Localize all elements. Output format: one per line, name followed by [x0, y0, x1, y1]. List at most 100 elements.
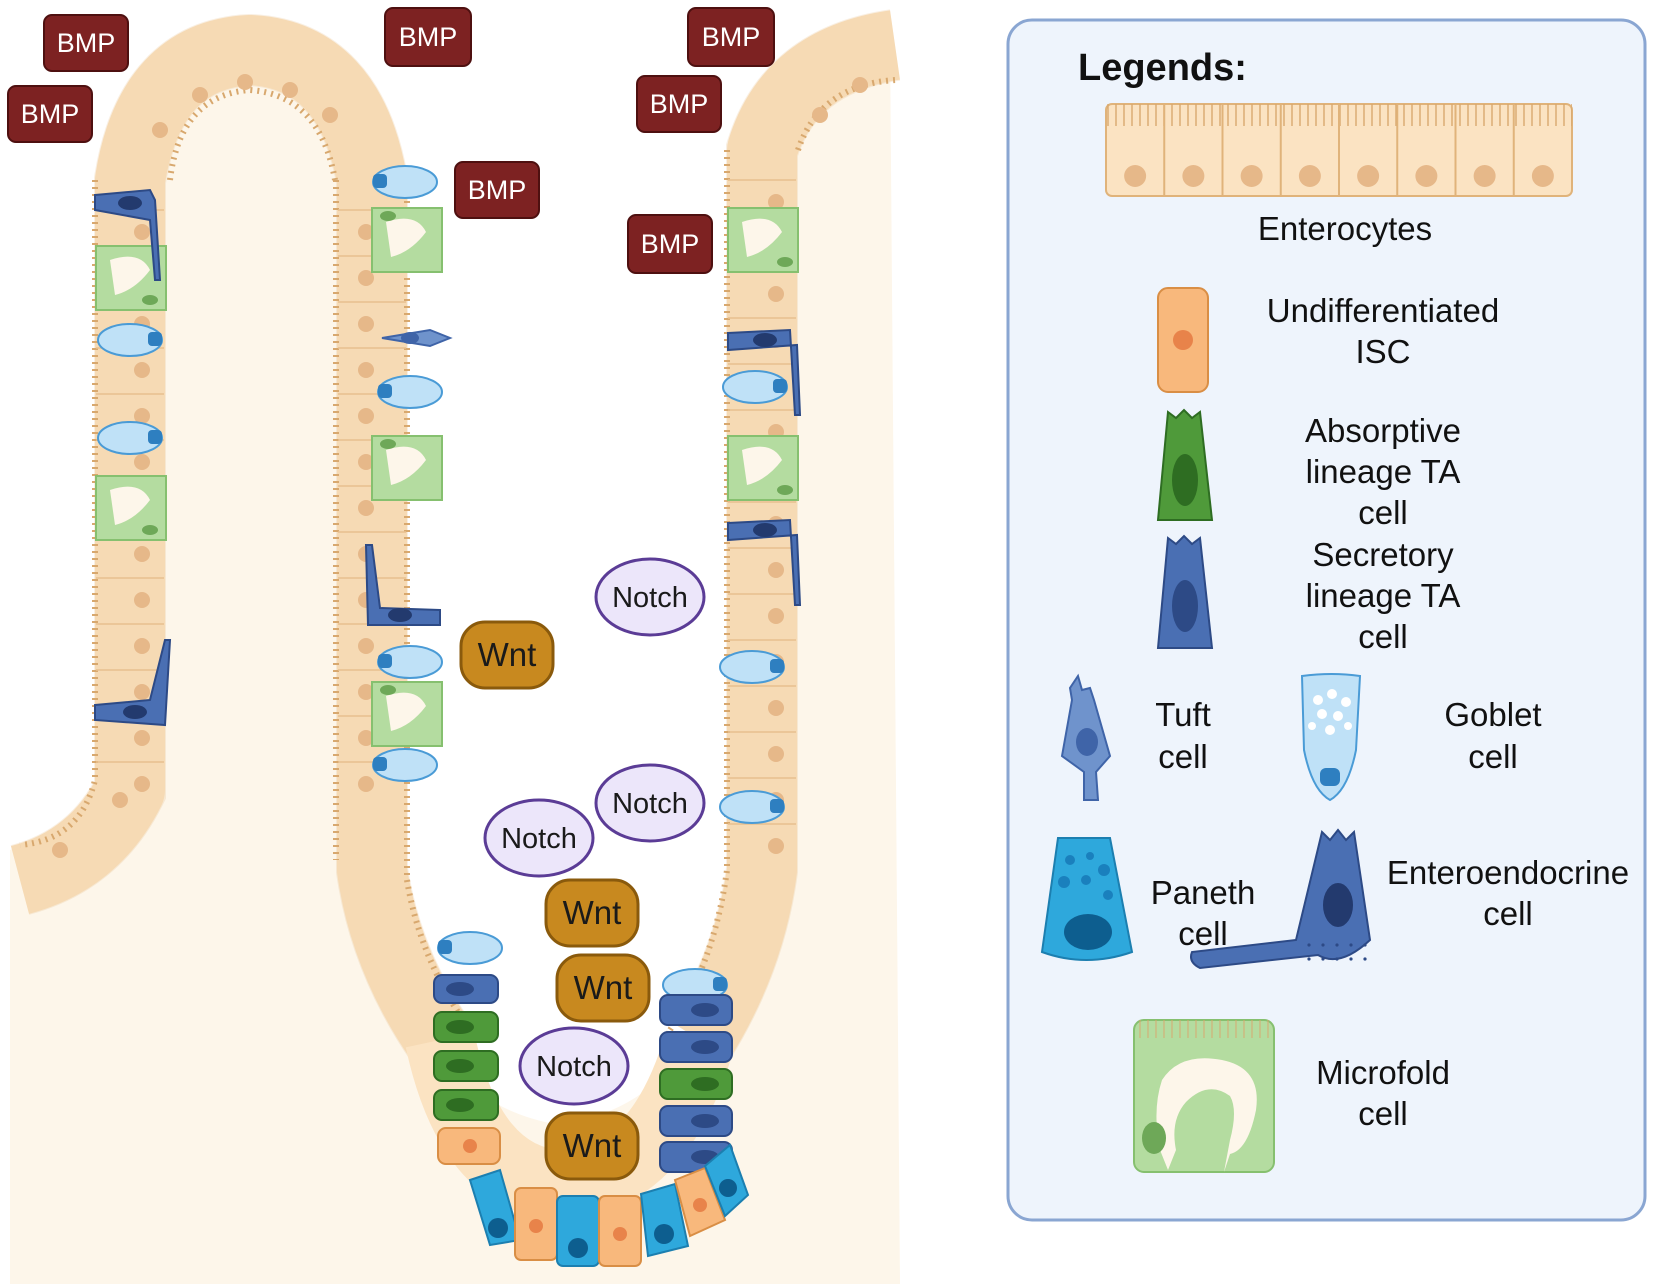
enterocyte-nucleus: [134, 684, 150, 700]
enterocyte-nucleus: [358, 454, 374, 470]
legend-enterocytes-label: Enterocytes: [1258, 210, 1432, 247]
enterocyte-nucleus: [768, 700, 784, 716]
legend-goblet-line2: cell: [1468, 738, 1518, 775]
enterocyte-nucleus: [812, 107, 828, 123]
enterocyte-nucleus: [358, 224, 374, 240]
enteroendocrine-cell: [727, 328, 802, 416]
bmp-label: BMP: [650, 89, 709, 119]
enterocyte-nucleus: [358, 408, 374, 424]
enterocyte-nucleus: [1298, 165, 1321, 187]
bmp-signal: BMP: [627, 214, 713, 274]
enterocyte-nucleus: [852, 77, 868, 93]
notch-signal: Notch: [483, 798, 595, 878]
legend-paneth-swatch: [1040, 837, 1134, 961]
enteroendocrine-cell: [727, 518, 802, 606]
enterocyte-nucleus: [1240, 165, 1263, 187]
enterocyte-nucleus: [768, 746, 784, 762]
goblet-cell: [662, 968, 728, 1002]
goblet-cell: [719, 650, 785, 684]
notch-label: Notch: [612, 788, 688, 820]
enterocyte-nucleus: [112, 792, 128, 808]
legend-tuft-swatch: [1060, 673, 1112, 801]
goblet-cell: [97, 323, 163, 357]
goblet-cell: [97, 421, 163, 455]
paneth-cell: [639, 1182, 690, 1258]
enterocyte-nucleus: [152, 122, 168, 138]
legend-panel: Legends: Enterocytes Undifferentiated IS…: [1006, 18, 1647, 1222]
legend-microfold-line2: cell: [1358, 1095, 1408, 1132]
enterocyte-nucleus: [282, 82, 298, 98]
legend-absorptive-line2: lineage TA: [1306, 453, 1461, 490]
legend-isc-swatch: [1157, 287, 1209, 393]
notch-label: Notch: [536, 1051, 612, 1083]
wnt-signal: Wnt: [459, 620, 555, 690]
tissue-background: [10, 40, 900, 1284]
legend-tuft-line1: Tuft: [1155, 696, 1211, 733]
notch-label: Notch: [612, 582, 688, 614]
enterocyte-nucleus: [358, 684, 374, 700]
enteroendocrine-cell: [94, 639, 172, 727]
enteroendocrine-cell: [94, 188, 162, 281]
legend-tuft-line2: cell: [1158, 738, 1208, 775]
bmp-label: BMP: [57, 28, 116, 58]
enterocyte-nucleus: [1531, 165, 1554, 187]
enterocyte-nucleus: [768, 194, 784, 210]
bmp-signal: BMP: [43, 14, 129, 72]
notch-label: Notch: [501, 823, 577, 855]
wnt-label: Wnt: [478, 636, 537, 673]
microfold-cell: [727, 207, 799, 273]
goblet-cell: [372, 165, 438, 199]
enterocyte-nucleus: [134, 224, 150, 240]
enteroendocrine-cell: [364, 544, 441, 626]
enterocyte-nucleus: [1182, 165, 1205, 187]
microfold-cell: [727, 435, 799, 501]
enterocyte-nucleus: [1473, 165, 1496, 187]
bmp-label: BMP: [21, 99, 80, 129]
enterocyte-nucleus: [1357, 165, 1380, 187]
enterocyte-nucleus: [358, 730, 374, 746]
wnt-signal: Wnt: [555, 953, 651, 1023]
enterocyte-nucleus: [192, 87, 208, 103]
enterocyte-nucleus: [358, 270, 374, 286]
enterocyte-nucleus: [358, 638, 374, 654]
legend-secretory-line3: cell: [1358, 618, 1408, 655]
legend-secretory-swatch: [1156, 534, 1214, 649]
legend-isc-line2: ISC: [1355, 333, 1410, 370]
enterocyte-nucleus: [134, 638, 150, 654]
legend-absorptive-line1: Absorptive: [1305, 412, 1461, 449]
enterocyte-nucleus: [134, 362, 150, 378]
legend-microfold-swatch: [1133, 1019, 1275, 1173]
bmp-label: BMP: [399, 22, 458, 52]
goblet-cell: [377, 645, 443, 679]
wnt-signal: Wnt: [544, 1111, 640, 1181]
goblet-cell: [437, 931, 503, 965]
bmp-label: BMP: [468, 175, 527, 205]
enterocyte-nucleus: [134, 730, 150, 746]
bmp-signal: BMP: [636, 75, 722, 133]
wnt-signal: Wnt: [544, 878, 640, 948]
bmp-signal: BMP: [687, 7, 775, 67]
microfold-cell: [371, 207, 443, 273]
legend-absorptive-line3: cell: [1358, 494, 1408, 531]
legend-paneth-line1: Paneth: [1151, 874, 1256, 911]
enterocyte-nucleus: [322, 107, 338, 123]
enterocyte-nucleus: [768, 562, 784, 578]
goblet-cell: [372, 748, 438, 782]
legend-microfold-line1: Microfold: [1316, 1054, 1450, 1091]
enterocyte-nucleus: [237, 74, 253, 90]
legend-title: Legends:: [1078, 47, 1247, 89]
enterocyte-nucleus: [358, 776, 374, 792]
crypt-base-cells: [433, 974, 750, 1267]
legend-secretory-line2: lineage TA: [1306, 577, 1461, 614]
wnt-label: Wnt: [563, 894, 622, 931]
bmp-label: BMP: [702, 22, 761, 52]
microfold-cell: [95, 475, 167, 541]
enterocyte-nucleus: [134, 776, 150, 792]
enterocyte-nucleus: [134, 454, 150, 470]
enterocyte-nucleus: [358, 316, 374, 332]
notch-signal: Notch: [518, 1026, 630, 1106]
microfold-cell: [371, 435, 443, 501]
bmp-signal: BMP: [454, 161, 540, 219]
legend-goblet-line1: Goblet: [1444, 696, 1541, 733]
